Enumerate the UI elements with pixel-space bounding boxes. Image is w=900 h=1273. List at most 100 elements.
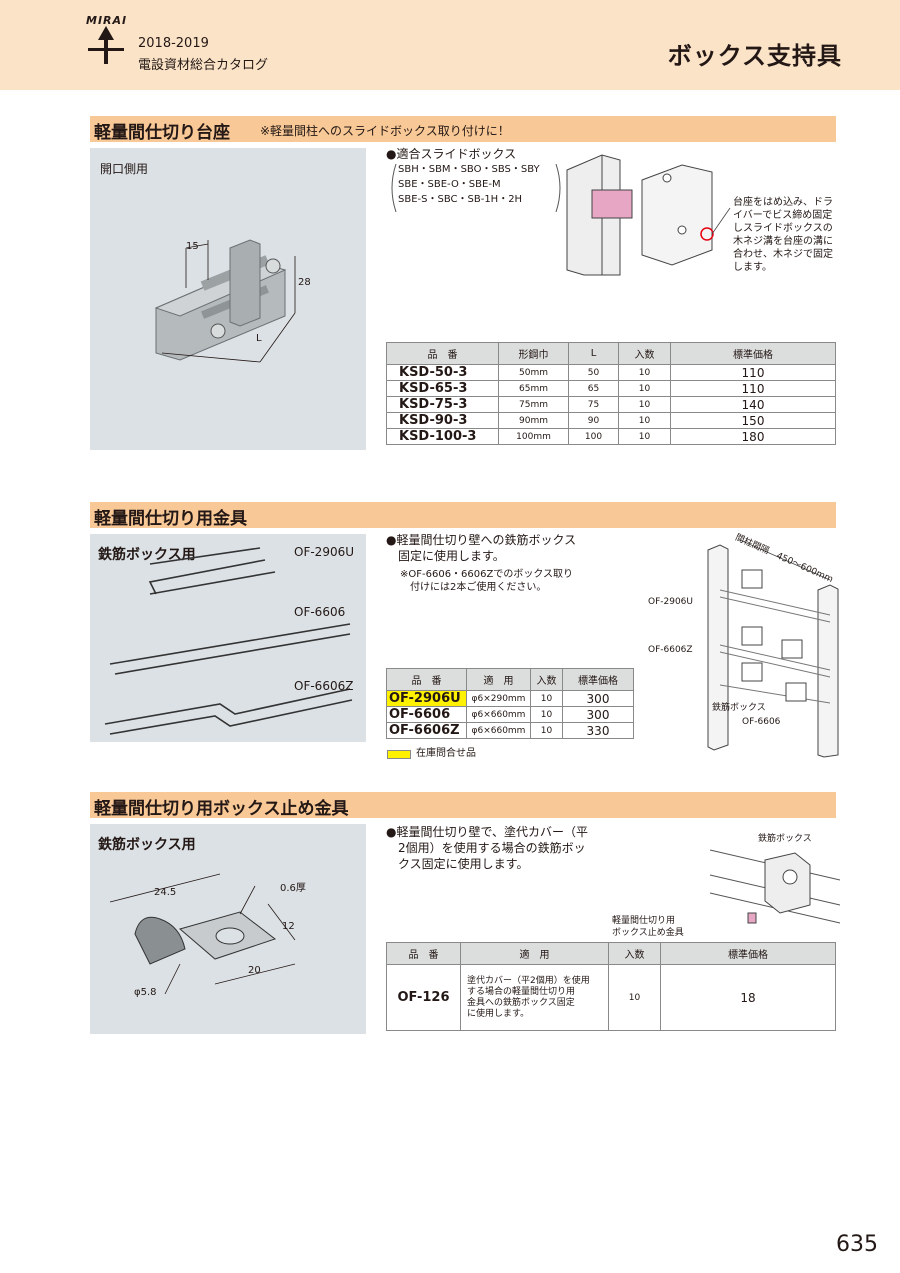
cell-code: OF-6606Z (386, 722, 467, 739)
cell-qty: 10 (530, 722, 563, 739)
th-price: 標準価格 (660, 942, 836, 965)
cell-width: 90mm (498, 412, 569, 429)
diagram-label-of2906u: OF-2906U (648, 597, 693, 607)
callout-line-5: 合わせ、木ネジで固定 (733, 249, 833, 260)
callout-line-1: 台座をはめ込み、ドラ (733, 197, 833, 208)
th-qty: 入数 (530, 668, 563, 691)
dim-length-label: 20 (248, 965, 261, 976)
section-title: 軽量間仕切り台座 (94, 123, 230, 143)
ksd-spec-table: 品 番 形鋼巾 L 入数 標準価格 KSD-50-3 50mm 50 10 11… (386, 342, 836, 445)
panel-label: 鉄筋ボックス用 (98, 837, 196, 853)
th-L: L (568, 342, 619, 365)
diagram-label-of6606z: OF-6606Z (648, 645, 693, 655)
use-line-1: 塗代カバー（平2個用）を使用 (467, 975, 590, 986)
section-bar-ksd: 軽量間仕切り台座 ※軽量間柱へのスライドボックス取り付けに！ (90, 116, 836, 143)
use-line-4: に使用します。 (467, 1008, 530, 1019)
dim-width-label: 24.5 (154, 887, 177, 898)
cell-qty: 10 (618, 396, 671, 413)
th-price: 標準価格 (562, 668, 634, 691)
section-note: ※軽量間柱へのスライドボックス取り付けに！ (260, 124, 510, 138)
desc-line-2: 2個用）を使用する場合の鉄筋ボッ (398, 841, 586, 855)
diagram-label-part-2: ボックス止め金具 (612, 928, 684, 938)
callout-line-3: しスライドボックスの (733, 223, 833, 234)
panel-label: 開口側用 (100, 162, 149, 176)
dim-28-label: 28 (298, 277, 311, 288)
dim-height-label: 12 (282, 921, 295, 932)
cell-L: 100 (568, 428, 619, 445)
cell-qty: 10 (618, 380, 671, 397)
page-title: ボックス支持具 (667, 42, 842, 70)
table-header-row: 品 番 適 用 入数 標準価格 (386, 942, 836, 965)
cell-price: 110 (670, 380, 836, 397)
desc-line-1: ●軽量間仕切り壁で、塗代カバー（平 (386, 825, 588, 839)
table-row: KSD-100-3 100mm 100 10 180 (386, 428, 836, 445)
page-header (0, 0, 900, 90)
product-image-panel: 鉄筋ボックス用 24.5 0.6厚 12 20 φ5.8 (90, 824, 366, 1034)
cell-use: φ6×290mm (466, 690, 531, 707)
compat-line-3: SBE-S・SBC・SB-1H・2H (398, 194, 523, 205)
table-row: KSD-90-3 90mm 90 10 150 (386, 412, 836, 429)
table-row: KSD-75-3 75mm 75 10 140 (386, 396, 836, 413)
th-code: 品 番 (386, 668, 467, 691)
desc-line-1: ●軽量間仕切り壁への鉄筋ボックス (386, 533, 577, 547)
note-line-2: 付けには2本ご使用ください。 (410, 582, 547, 593)
page-number: 635 (836, 1232, 878, 1257)
section-bar-of: 軽量間仕切り用金具 (90, 502, 836, 529)
dim-15-label: 15 (186, 241, 199, 252)
part-label-of2906u: OF-2906U (294, 545, 354, 559)
table-row: KSD-65-3 65mm 65 10 110 (386, 380, 836, 397)
cell-use: 塗代カバー（平2個用）を使用 する場合の軽量間仕切り用 金具への鉄筋ボックス固定… (460, 964, 609, 1031)
table-row: OF-2906U φ6×290mm 10 300 (386, 690, 634, 707)
catalog-year: 2018-2019 (138, 36, 209, 51)
cell-qty: 10 (608, 964, 661, 1031)
table-row: KSD-50-3 50mm 50 10 110 (386, 364, 836, 381)
callout-line-6: します。 (733, 262, 772, 273)
legend-swatch (387, 750, 411, 759)
of126-spec-table: 品 番 適 用 入数 標準価格 OF-126 塗代カバー（平2個用）を使用 する… (386, 942, 836, 1031)
cell-L: 65 (568, 380, 619, 397)
section-title: 軽量間仕切り用金具 (94, 509, 247, 529)
compat-bracket (391, 163, 561, 213)
cell-qty: 10 (618, 412, 671, 429)
cell-qty: 10 (530, 690, 563, 707)
box-stop-fitting-illustration (109, 873, 296, 995)
table-header-row: 品 番 適 用 入数 標準価格 (386, 668, 634, 691)
ksd-base-illustration (154, 239, 296, 363)
cell-width: 100mm (498, 428, 569, 445)
legend-label: 在庫問合せ品 (416, 748, 476, 759)
section-bar-of126: 軽量間仕切り用ボックス止め金具 (90, 792, 836, 819)
cell-qty: 10 (618, 364, 671, 381)
th-code: 品 番 (386, 942, 461, 965)
desc-line-2: 固定に使用します。 (398, 549, 505, 563)
cell-price: 140 (670, 396, 836, 413)
table-row: OF-6606Z φ6×660mm 10 330 (386, 722, 634, 739)
compat-line-2: SBE・SBE-O・SBE-M (398, 179, 501, 190)
callout-line-4: 木ネジ溝を台座の溝に (733, 236, 833, 247)
catalog-name: 電設資材総合カタログ (138, 58, 269, 73)
cell-L: 75 (568, 396, 619, 413)
cell-code: KSD-50-3 (386, 364, 499, 381)
desc-line-3: クス固定に使用します。 (398, 857, 529, 871)
cell-price: 110 (670, 364, 836, 381)
part-label-of6606: OF-6606 (294, 605, 346, 619)
section-title: 軽量間仕切り用ボックス止め金具 (94, 799, 349, 819)
table-row: OF-126 塗代カバー（平2個用）を使用 する場合の軽量間仕切り用 金具への鉄… (386, 964, 836, 1031)
brand-logo: MIRAI (86, 14, 128, 27)
th-qty: 入数 (608, 942, 661, 965)
dim-thickness-label: 0.6厚 (280, 883, 306, 894)
cell-code: KSD-65-3 (386, 380, 499, 397)
th-price: 標準価格 (670, 342, 836, 365)
product-image-panel: 鉄筋ボックス用 OF-2906U OF-6606 OF-6606Z (90, 534, 366, 742)
cell-use: φ6×660mm (466, 706, 531, 723)
note-line-1: ※OF-6606・6606Zでのボックス取り (400, 569, 574, 580)
cell-width: 75mm (498, 396, 569, 413)
cell-qty: 10 (530, 706, 563, 723)
cell-price: 300 (562, 690, 634, 707)
diagram-label-of6606: OF-6606 (742, 717, 781, 727)
cell-use: φ6×660mm (466, 722, 531, 739)
cell-code: OF-6606 (386, 706, 467, 723)
th-use: 適 用 (466, 668, 531, 691)
dim-hole-label: φ5.8 (134, 987, 157, 998)
cell-price: 330 (562, 722, 634, 739)
callout-line-2: イバーでビス締め固定 (733, 210, 833, 221)
